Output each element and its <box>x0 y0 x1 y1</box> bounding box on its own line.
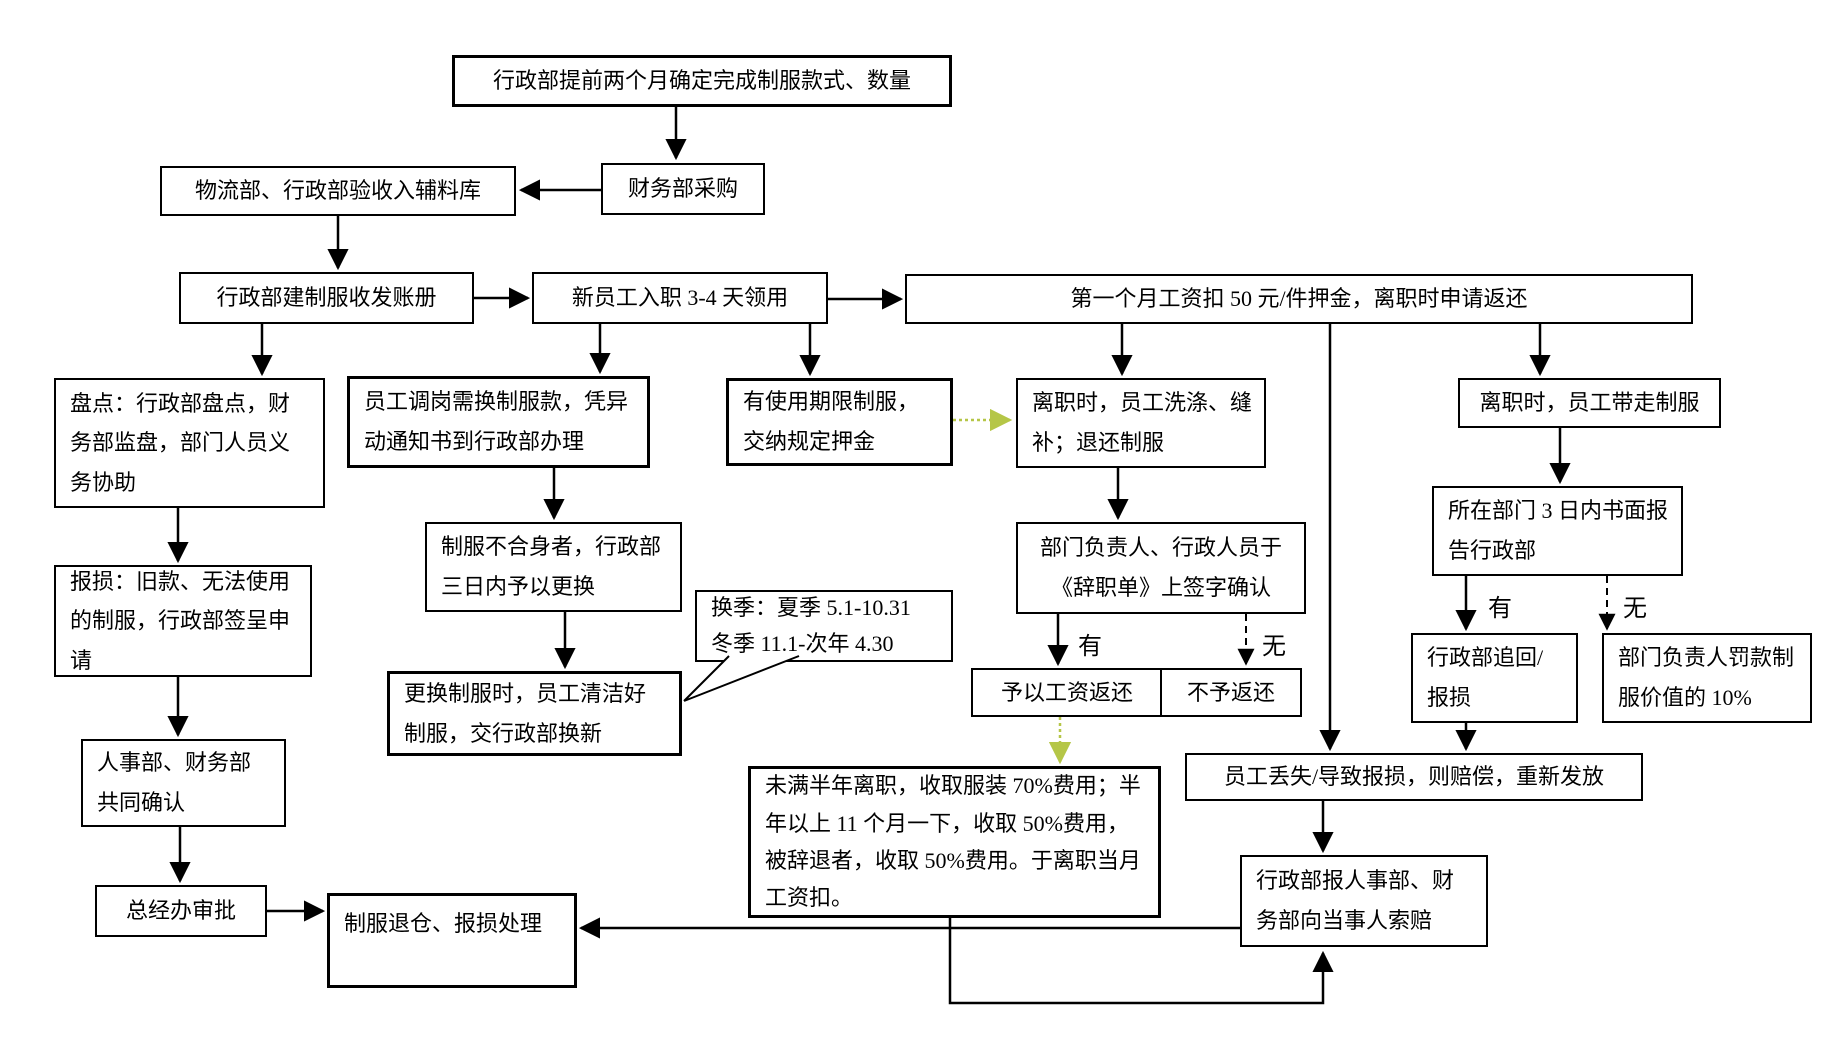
box-transfer-change: 员工调岗需换制服款，凭异动通知书到行政部办理 <box>347 376 650 468</box>
box-damage-report-text: 报损：旧款、无法使用的制服，行政部签呈申请 <box>70 568 291 673</box>
box-lost-compensate: 员工丢失/导致报损，则赔偿，重新发放 <box>1185 753 1643 801</box>
box-claim-compensation-text: 行政部报人事部、财务部向当事人索赔 <box>1256 868 1455 933</box>
label-none-sign-left: 无 <box>1262 634 1286 660</box>
box-hr-finance-confirm-text: 人事部、财务部共同确认 <box>97 750 252 815</box>
box-claim-compensation: 行政部报人事部、财务部向当事人索赔 <box>1240 855 1488 947</box>
box-finance-purchase: 财务部采购 <box>601 163 765 215</box>
box-no-refund: 不予返还 <box>1160 668 1302 717</box>
box-determine-style-text: 行政部提前两个月确定完成制服款式、数量 <box>492 68 911 94</box>
box-admin-recover-text: 行政部追回/报损 <box>1427 645 1544 710</box>
box-gm-approval: 总经办审批 <box>95 885 267 937</box>
box-refund-with-salary: 予以工资返还 <box>971 668 1163 717</box>
box-term-uniform-deposit: 有使用期限制服，交纳规定押金 <box>726 378 953 466</box>
box-resign-wash-return: 离职时，员工洗涤、缝补；退还制服 <box>1016 378 1266 468</box>
box-unfit-exchange-text: 制服不合身者，行政部三日内予以更换 <box>441 534 662 599</box>
box-ledger: 行政部建制服收发账册 <box>179 272 474 324</box>
label-has-report-right: 有 <box>1488 596 1512 622</box>
box-stocktake: 盘点：行政部盘点，财务部监盘，部门人员义务协助 <box>54 378 325 508</box>
callout-tail-stroke <box>683 655 800 702</box>
box-exchange-clean-text: 更换制服时，员工清洁好制服，交行政部换新 <box>404 680 647 746</box>
box-gm-approval-text: 总经办审批 <box>125 898 236 924</box>
box-damage-report: 报损：旧款、无法使用的制服，行政部签呈申请 <box>54 565 312 677</box>
label-has-sign-left: 有 <box>1078 634 1102 660</box>
box-resign-take-uniform-text: 离职时，员工带走制服 <box>1479 390 1700 416</box>
box-dept-report-3days-text: 所在部门 3 日内书面报告行政部 <box>1448 498 1669 563</box>
box-uniform-return-handle-text: 制服退仓、报损处理 <box>344 911 543 936</box>
callout-tail-fill <box>684 656 799 701</box>
box-finance-purchase-text: 财务部采购 <box>627 176 738 202</box>
box-unfit-exchange: 制服不合身者，行政部三日内予以更换 <box>425 522 682 612</box>
box-dept-head-fine: 部门负责人罚款制服价值的 10% <box>1602 633 1812 723</box>
box-season-change-note: 换季：夏季 5.1-10.31 冬季 11.1-次年 4.30 <box>695 590 953 662</box>
box-dept-report-3days: 所在部门 3 日内书面报告行政部 <box>1432 486 1683 576</box>
box-resign-sign-confirm-text: 部门负责人、行政人员于《辞职单》上签字确认 <box>1039 535 1282 600</box>
box-dept-head-fine-text: 部门负责人罚款制服价值的 10% <box>1618 645 1795 710</box>
box-determine-style: 行政部提前两个月确定完成制服款式、数量 <box>452 55 952 107</box>
box-deposit-rule-text: 第一个月工资扣 50 元/件押金，离职时申请返还 <box>1070 286 1528 312</box>
box-resign-sign-confirm: 部门负责人、行政人员于《辞职单》上签字确认 <box>1016 522 1306 614</box>
box-leave-fee-rule: 未满半年离职，收取服装 70%费用；半年以上 11 个月一下，收取 50%费用，… <box>748 766 1161 918</box>
box-term-uniform-deposit-text: 有使用期限制服，交纳规定押金 <box>743 389 920 454</box>
box-resign-take-uniform: 离职时，员工带走制服 <box>1458 378 1721 428</box>
box-stocktake-text: 盘点：行政部盘点，财务部监盘，部门人员义务协助 <box>70 390 291 495</box>
box-refund-with-salary-text: 予以工资返还 <box>1000 679 1133 705</box>
box-transfer-change-text: 员工调岗需换制服款，凭异动通知书到行政部办理 <box>364 389 629 454</box>
box-exchange-clean: 更换制服时，员工清洁好制服，交行政部换新 <box>387 671 682 756</box>
callout-tail-season-note <box>683 655 800 702</box>
box-new-employee: 新员工入职 3-4 天领用 <box>532 272 828 324</box>
box-leave-fee-rule-text: 未满半年离职，收取服装 70%费用；半年以上 11 个月一下，收取 50%费用，… <box>765 773 1141 911</box>
box-hr-finance-confirm: 人事部、财务部共同确认 <box>81 739 286 827</box>
box-deposit-rule: 第一个月工资扣 50 元/件押金，离职时申请返还 <box>905 274 1693 324</box>
box-no-refund-text: 不予返还 <box>1186 679 1275 705</box>
box-season-change-note-text: 换季：夏季 5.1-10.31 冬季 11.1-次年 4.30 <box>711 594 911 656</box>
box-resign-wash-return-text: 离职时，员工洗涤、缝补；退还制服 <box>1032 390 1253 455</box>
box-lost-compensate-text: 员工丢失/导致报损，则赔偿，重新发放 <box>1223 764 1605 790</box>
box-warehouse-check: 物流部、行政部验收入辅料库 <box>160 166 516 216</box>
box-new-employee-text: 新员工入职 3-4 天领用 <box>571 285 789 311</box>
box-warehouse-check-text: 物流部、行政部验收入辅料库 <box>194 178 481 204</box>
box-uniform-return-handle: 制服退仓、报损处理 <box>327 893 577 988</box>
box-ledger-text: 行政部建制服收发账册 <box>216 285 437 311</box>
box-admin-recover: 行政部追回/报损 <box>1411 633 1578 723</box>
label-none-report-right: 无 <box>1623 596 1647 622</box>
